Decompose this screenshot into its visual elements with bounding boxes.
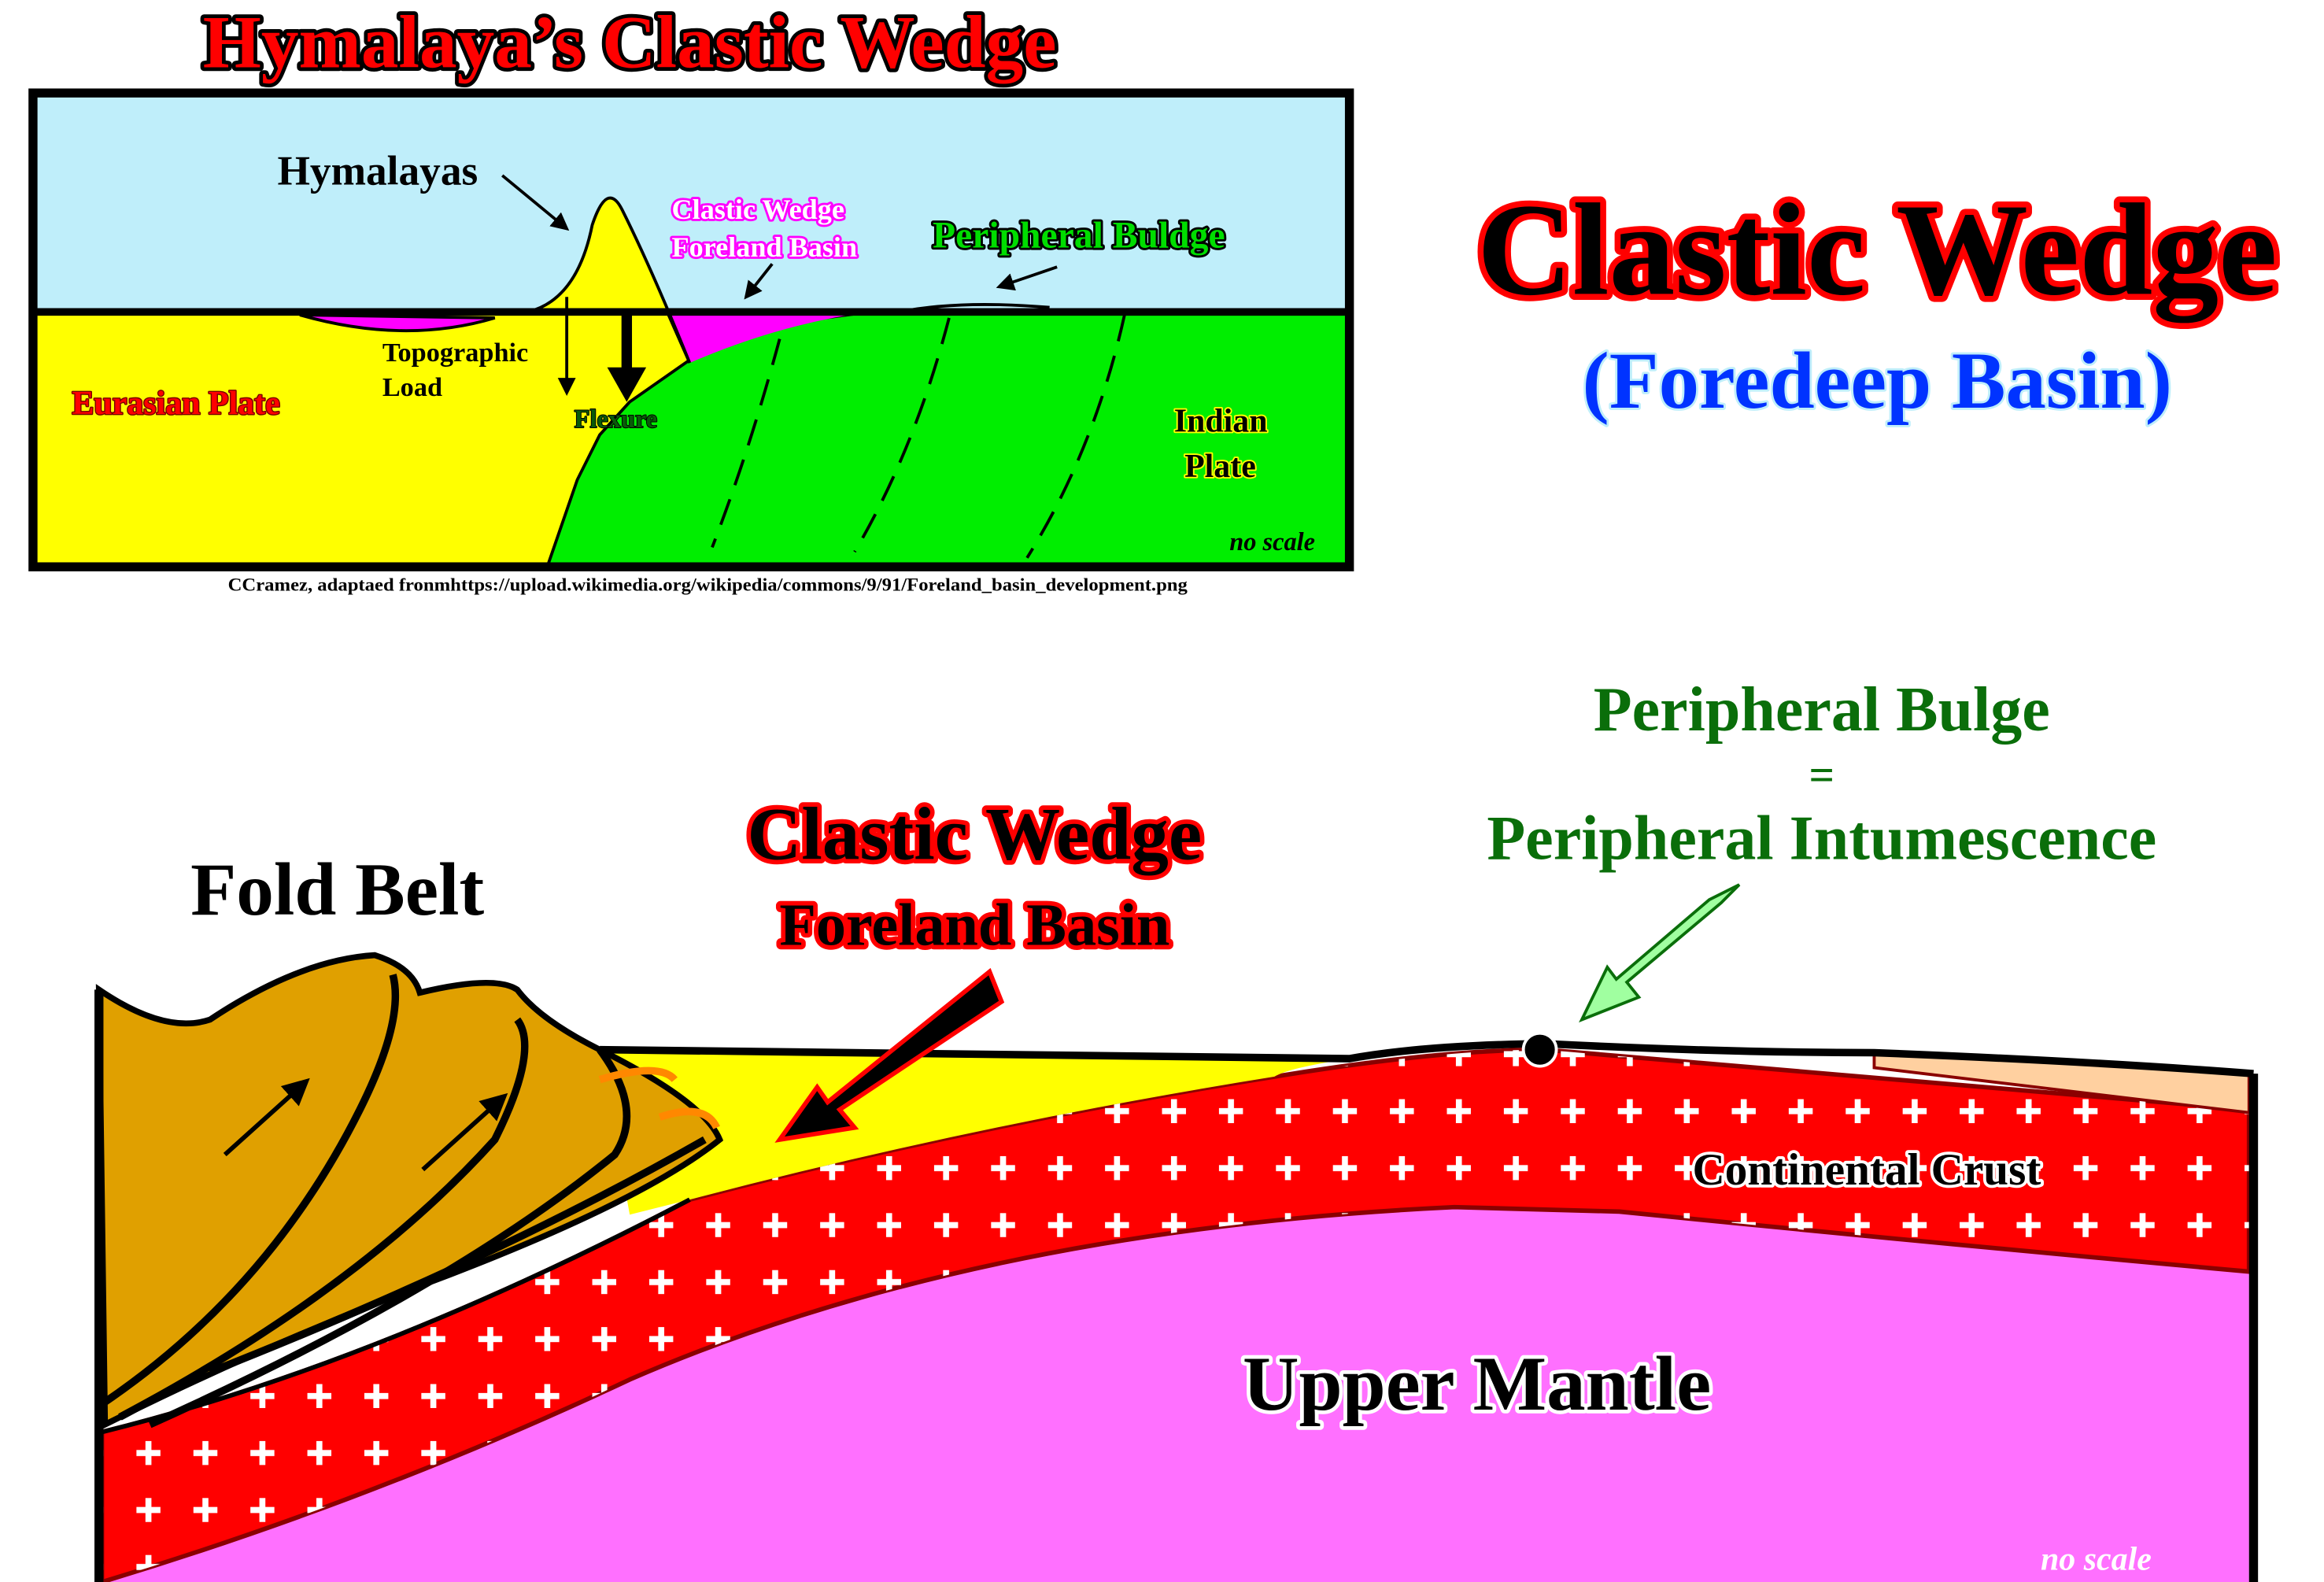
bulge-point-marker (1521, 1031, 1558, 1068)
label-peripheral-intumescence: Peripheral Intumescence (1487, 804, 2156, 874)
label-hymalayas: Hymalayas (277, 146, 478, 194)
label-topographic: Topographic (382, 338, 528, 368)
label-continental-crust: Continental Crust (1692, 1145, 2041, 1195)
label-load: Load (382, 372, 442, 402)
main-subtitle: (Foredeep Basin) (1583, 336, 2173, 426)
thrust-arrow-1 (223, 1077, 310, 1157)
label-peripheral-buldge: Peripheral Buldge (933, 215, 1225, 256)
thrust-arrow-2 (421, 1092, 508, 1172)
label-fold-belt: Fold Belt (190, 848, 484, 931)
upper-mantle-region (102, 1207, 2249, 1582)
label-clastic-wedge-bottom: Clastic Wedge (748, 793, 1203, 876)
label-eurasian-plate: Eurasian Plate (72, 386, 279, 422)
label-equals: = (1809, 751, 1834, 800)
clastic-wedge-arrow (774, 967, 1005, 1143)
label-peripheral-bulge: Peripheral Bulge (1594, 675, 2050, 745)
label-foreland-basin-top: Foreland Basin (672, 231, 858, 263)
topographic-surface (600, 1040, 2254, 1077)
label-indian: Indian (1174, 404, 1268, 440)
label-plate: Plate (1184, 449, 1256, 485)
label-no-scale-bottom: no scale (2041, 1542, 2152, 1578)
clastic-wedge-yellow (600, 1049, 1350, 1215)
image-caption: CCramez, adaptaed fronmhttps://upload.wi… (228, 575, 1188, 595)
label-foreland-basin-bottom: Foreland Basin (779, 892, 1169, 958)
label-upper-mantle: Upper Mantle (1243, 1341, 1711, 1427)
magenta-wedge (667, 312, 870, 364)
magenta-lens-left (299, 313, 496, 333)
peripheral-bulge-arrow (1579, 883, 1741, 1023)
foreland-basin-cross-section (94, 883, 2259, 1582)
label-flexure: Flexure (575, 405, 658, 434)
label-no-scale-top: no scale (1229, 528, 1315, 556)
hymalaya-cross-section (28, 88, 1354, 571)
top-diagram-title: Hymalaya’s Clastic Wedge (203, 1, 1057, 84)
label-clastic-wedge-top: Clastic Wedge (672, 194, 844, 225)
main-title: Clastic Wedge (1477, 177, 2278, 323)
